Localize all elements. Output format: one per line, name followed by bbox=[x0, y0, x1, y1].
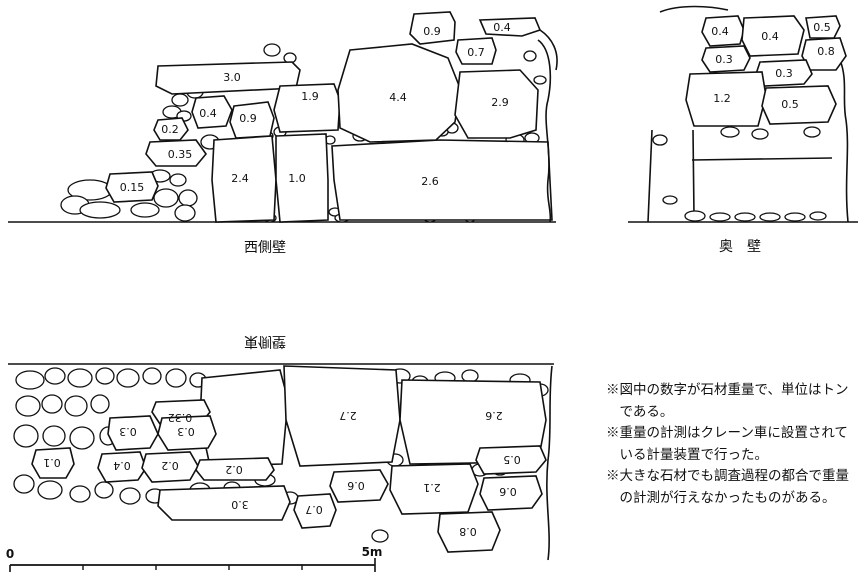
back-stone-weight-label: 0.4 bbox=[761, 30, 779, 43]
scale-start-label: 0 bbox=[6, 547, 14, 561]
note-item: ※大きな石材でも調査過程の都合で重量の計測が行えなかったものがある。 bbox=[606, 468, 849, 506]
notes-panel: ※図中の数字が石材重量で、単位はトンである。 ※重量の計測はクレーン車に設置され… bbox=[606, 380, 861, 509]
back-wall-weight-labels: 0.4 0.4 0.5 0.3 0.8 0.3 1.2 0.5 bbox=[711, 21, 835, 111]
west-stone-weight-label: 2.6 bbox=[421, 175, 439, 188]
east-stone-weight-label: 3.0 bbox=[231, 498, 249, 511]
west-stone-weight-label: 0.9 bbox=[423, 25, 441, 38]
west-stone-weight-label: 0.15 bbox=[120, 181, 145, 194]
east-stone-weight-label: 0.8 bbox=[459, 525, 477, 538]
back-wall-stones bbox=[685, 15, 847, 127]
east-stone-weight-label: 0.32 bbox=[168, 411, 193, 424]
east-stone-weight-label: 0.2 bbox=[161, 459, 179, 472]
east-stone-weight-label: 0.4 bbox=[113, 459, 131, 472]
east-wall-pebbles bbox=[13, 367, 549, 543]
east-stone-weight-label: 0.3 bbox=[119, 425, 137, 438]
west-stone-weight-label: 4.4 bbox=[389, 91, 407, 104]
back-wall-pebbles bbox=[652, 126, 827, 222]
back-stone-weight-label: 0.3 bbox=[715, 53, 733, 66]
east-stone-weight-label: 2.6 bbox=[485, 409, 503, 422]
west-stone-weight-label: 2.9 bbox=[491, 96, 509, 109]
west-stone-weight-label: 0.35 bbox=[168, 148, 193, 161]
back-stone-weight-label: 1.2 bbox=[713, 92, 731, 105]
east-stone-weight-label: 0.7 bbox=[305, 503, 323, 516]
note-item: ※重量の計測はクレーン車に設置されている計量装置で行った。 bbox=[606, 425, 848, 463]
east-wall-weight-labels: 0.32 0.3 0.3 0.1 0.4 0.2 0.2 2.7 2.6 0.5… bbox=[43, 409, 521, 538]
back-wall-title: 奥 壁 bbox=[719, 238, 761, 255]
back-stone-weight-label: 0.5 bbox=[813, 21, 831, 34]
note-item: ※図中の数字が石材重量で、単位はトンである。 bbox=[606, 382, 849, 420]
west-wall-title: 西側壁 bbox=[244, 240, 286, 256]
west-wall-stones bbox=[105, 11, 558, 223]
west-stone-weight-label: 2.4 bbox=[231, 172, 249, 185]
east-stone-weight-label: 0.6 bbox=[347, 479, 365, 492]
east-stone-weight-label: 0.5 bbox=[503, 453, 521, 466]
back-stone-weight-label: 0.4 bbox=[711, 25, 729, 38]
east-wall-stones bbox=[31, 365, 547, 553]
west-stone-weight-label: 0.4 bbox=[493, 21, 511, 34]
east-stone-weight-label: 0.6 bbox=[499, 485, 517, 498]
east-wall-elevation: 東側壁 bbox=[8, 333, 554, 561]
east-stone-weight-label: 2.1 bbox=[423, 481, 441, 494]
west-stone-weight-label: 0.9 bbox=[239, 112, 257, 125]
west-stone-weight-label: 0.2 bbox=[161, 123, 179, 136]
east-stone-weight-label: 0.2 bbox=[225, 463, 243, 476]
east-stone-weight-label: 0.3 bbox=[177, 425, 195, 438]
east-stone-weight-label: 2.7 bbox=[339, 409, 357, 422]
east-wall-title: 東側壁 bbox=[244, 333, 286, 349]
east-stone-weight-label: 0.1 bbox=[43, 456, 61, 469]
west-stone-weight-label: 1.0 bbox=[288, 172, 306, 185]
west-stone-weight-label: 0.7 bbox=[467, 46, 485, 59]
scale-end-label: 5m bbox=[362, 545, 383, 559]
back-wall-elevation: 0.4 0.4 0.5 0.3 0.8 0.3 1.2 0.5 奥 壁 bbox=[628, 5, 858, 255]
west-stone-weight-label: 3.0 bbox=[223, 71, 241, 84]
scale-bar: 0 5m bbox=[6, 545, 383, 572]
back-stone-weight-label: 0.3 bbox=[775, 67, 793, 80]
west-wall-weight-labels: 3.0 1.9 4.4 0.9 0.4 0.7 2.9 0.4 0.9 0.2 … bbox=[120, 21, 511, 194]
west-stone-weight-label: 0.4 bbox=[199, 107, 217, 120]
west-wall-elevation: 3.0 1.9 4.4 0.9 0.4 0.7 2.9 0.4 0.9 0.2 … bbox=[8, 11, 558, 256]
back-stone-weight-label: 0.5 bbox=[781, 98, 799, 111]
west-stone-weight-label: 1.9 bbox=[301, 90, 319, 103]
back-stone-weight-label: 0.8 bbox=[817, 45, 835, 58]
